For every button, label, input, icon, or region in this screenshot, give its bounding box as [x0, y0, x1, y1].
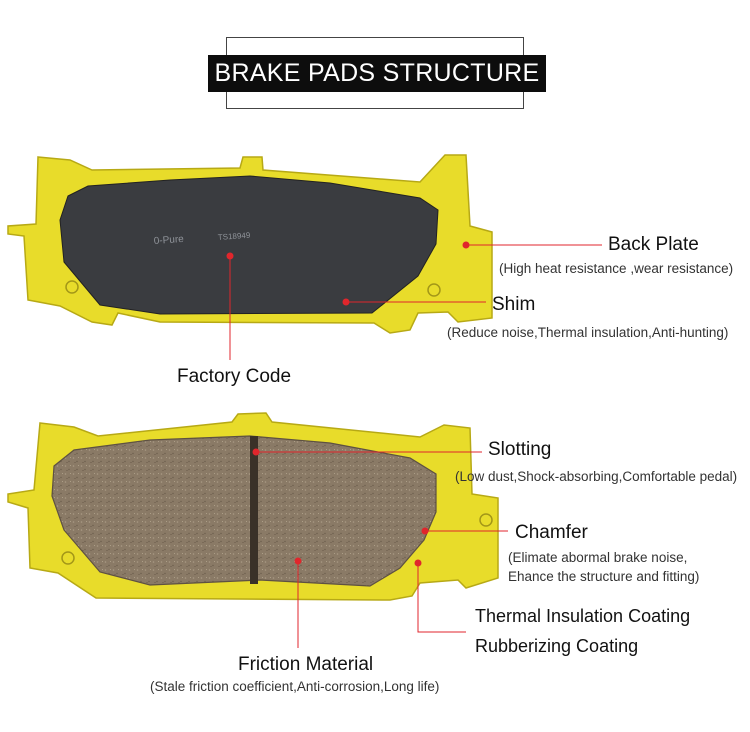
factory-code-label: Factory Code: [177, 366, 291, 388]
chamfer-desc-line2: Ehance the structure and fitting): [508, 569, 699, 584]
back-plate-desc: (High heat resistance ,wear resistance): [499, 261, 733, 276]
slotting-desc: (Low dust,Shock-absorbing,Comfortable pe…: [455, 469, 737, 484]
slotting-label: Slotting: [488, 439, 551, 461]
shim-label: Shim: [492, 294, 535, 316]
friction-material-block: [52, 436, 436, 586]
thermal-insulation-label: Thermal Insulation Coating: [475, 606, 690, 627]
friction-material-label: Friction Material: [238, 654, 373, 676]
shim-desc: (Reduce noise,Thermal insulation,Anti-hu…: [447, 325, 728, 340]
friction-material-desc: (Stale friction coefficient,Anti-corrosi…: [150, 679, 439, 694]
back-plate-label: Back Plate: [608, 234, 699, 256]
slot-groove: [250, 436, 258, 584]
pad-brand-marking: 0-Pure: [153, 234, 184, 247]
chamfer-label: Chamfer: [515, 522, 588, 544]
chamfer-desc-line1: (Elimate abormal brake noise,: [508, 550, 687, 565]
top-shim: [60, 176, 438, 314]
rubberizing-label: Rubberizing Coating: [475, 636, 638, 657]
